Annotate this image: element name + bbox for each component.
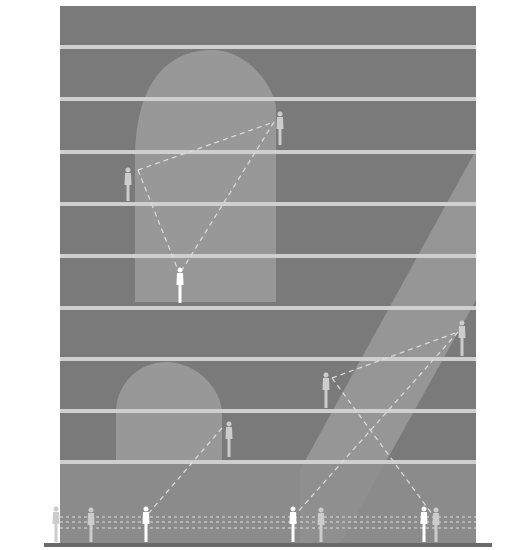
floor-slab — [60, 150, 476, 154]
floor-slabs — [60, 45, 476, 464]
person-figure — [458, 320, 466, 356]
person-figure — [176, 267, 184, 303]
figures — [52, 111, 466, 542]
light-zone-diagonal — [300, 150, 476, 544]
ground-glow — [60, 462, 476, 544]
sightline — [181, 121, 275, 271]
person-figure — [225, 421, 233, 457]
light-zone-upper — [135, 50, 276, 302]
floor-slab — [60, 460, 476, 464]
light-zones — [60, 50, 476, 544]
person-figure — [124, 167, 132, 201]
ground-line — [44, 543, 492, 547]
person-figure — [142, 506, 150, 542]
sightlines — [137, 121, 459, 515]
person-figure — [432, 507, 440, 542]
floor-slab — [60, 45, 476, 49]
floor-slab — [60, 357, 476, 361]
sightline — [295, 331, 459, 515]
person-figure — [420, 506, 428, 542]
person-figure — [289, 506, 297, 542]
sightline — [331, 377, 433, 515]
person-figure — [276, 111, 284, 145]
floor-slab — [60, 409, 476, 413]
person-figure — [317, 507, 325, 542]
sightline — [331, 331, 459, 379]
floor-slab — [60, 202, 476, 206]
floor-slab — [60, 254, 476, 258]
person-figure — [52, 506, 60, 542]
sightline — [137, 121, 275, 171]
floor-slab — [60, 306, 476, 310]
floor-slab — [60, 97, 476, 101]
person-figure — [322, 372, 330, 408]
person-figure — [87, 507, 95, 542]
sightline — [147, 427, 223, 515]
